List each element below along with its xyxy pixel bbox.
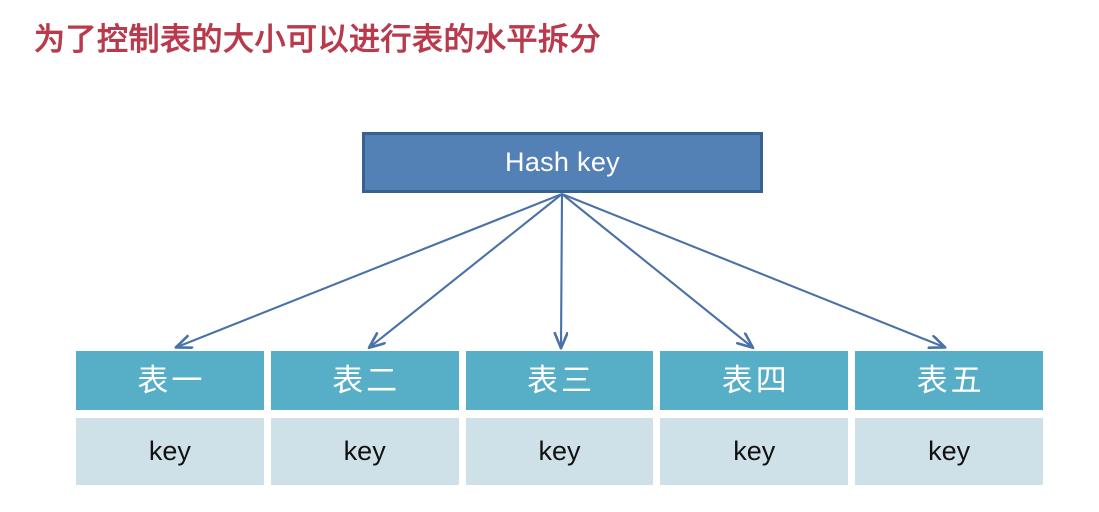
table-body-2: key: [270, 418, 459, 485]
table-key-label: key: [148, 436, 191, 466]
table-name-label: 表一: [137, 363, 206, 398]
table-name-label: 表五: [916, 363, 985, 398]
table-column-4[interactable]: 表四 key: [660, 351, 849, 485]
table-body-4: key: [660, 418, 849, 485]
arrow-to-table-3: [561, 193, 562, 347]
table-body-5: key: [855, 418, 1043, 485]
table-header-4: 表四: [660, 351, 849, 410]
arrow-to-table-4: [561, 193, 752, 347]
hash-key-label: Hash key: [505, 147, 620, 177]
table-body-3: key: [465, 418, 654, 485]
table-key-label: key: [343, 436, 386, 466]
table-body-1: key: [76, 418, 264, 485]
table-column-1[interactable]: 表一 key: [76, 351, 264, 485]
arrow-to-table-1: [177, 193, 563, 347]
tables-row: 表一 key 表二 key 表三 key 表四: [76, 351, 1043, 485]
table-header-2: 表二: [270, 351, 459, 410]
arrow-to-table-2: [370, 193, 563, 347]
table-column-2[interactable]: 表二 key: [270, 351, 459, 485]
table-header-1: 表一: [76, 351, 264, 410]
table-header-3: 表三: [465, 351, 654, 410]
table-header-5: 表五: [855, 351, 1043, 410]
table-name-label: 表四: [721, 363, 790, 398]
table-name-label: 表二: [332, 363, 401, 398]
table-name-label: 表三: [526, 363, 595, 398]
table-key-label: key: [733, 436, 776, 466]
arrow-to-table-5: [561, 193, 944, 347]
table-column-3[interactable]: 表三 key: [465, 351, 654, 485]
hash-key-box[interactable]: Hash key: [362, 132, 763, 193]
table-key-label: key: [538, 436, 581, 466]
page-title: 为了控制表的大小可以进行表的水平拆分: [34, 22, 601, 57]
table-key-label: key: [928, 436, 971, 466]
table-column-5[interactable]: 表五 key: [855, 351, 1043, 485]
